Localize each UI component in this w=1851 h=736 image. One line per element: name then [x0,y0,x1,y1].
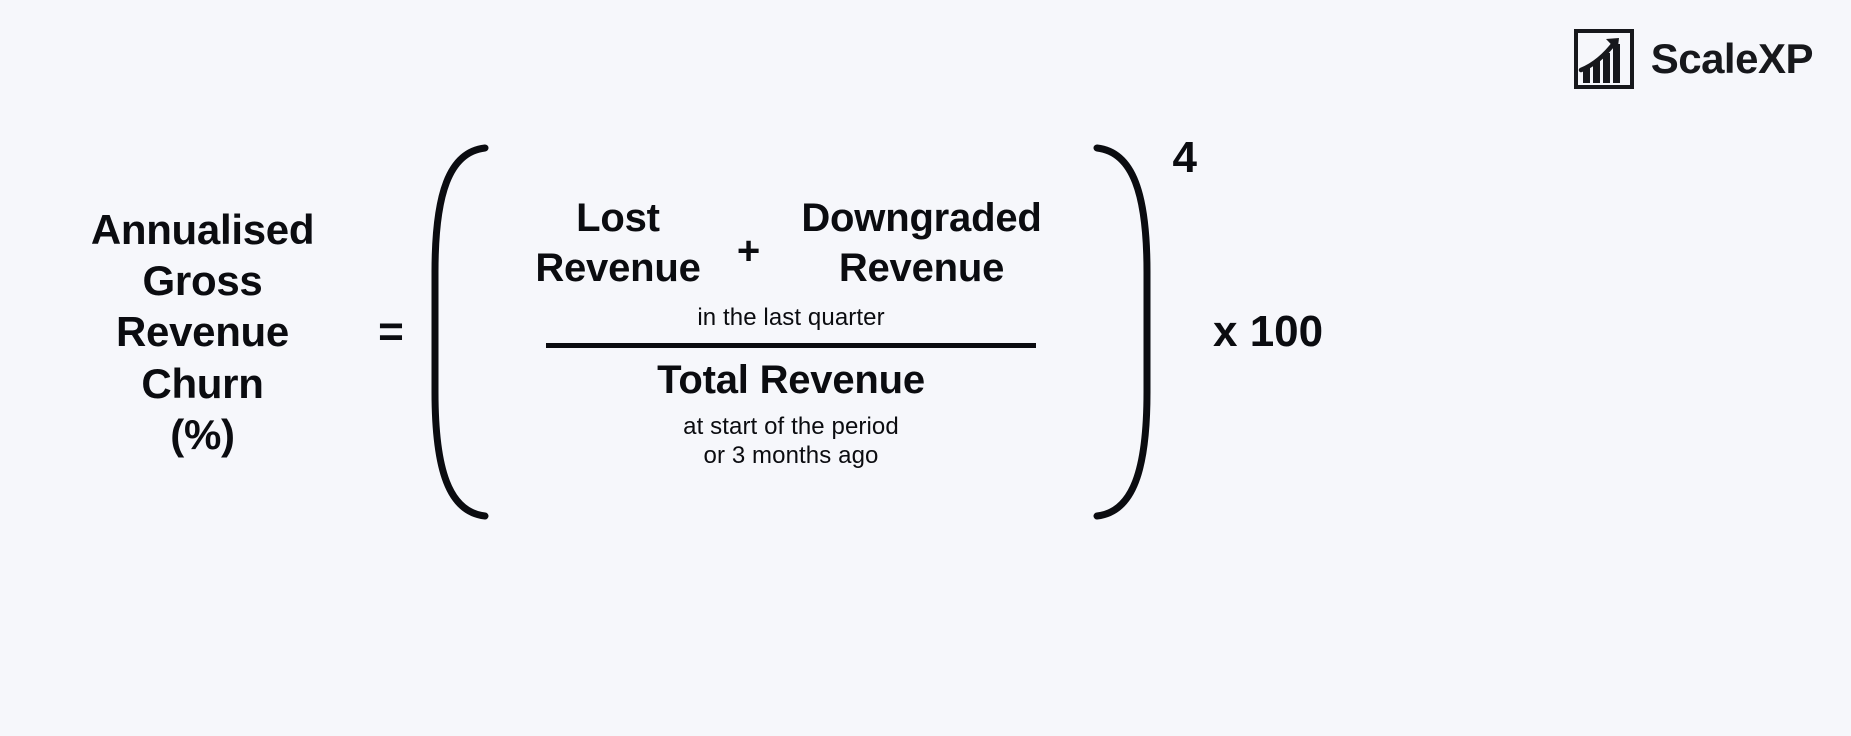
plus-operator: + [736,228,761,273]
close-paren-icon [1093,142,1155,522]
multiplier: x 100 [1213,307,1324,356]
numerator-term-downgraded-revenue: Downgraded Revenue [772,193,1072,293]
fraction-denominator: Total Revenue at start of the period or … [491,356,1091,472]
numerator-terms: Lost Revenue + Downgraded Revenue [491,193,1091,293]
numerator-term-lost-revenue: Lost Revenue [511,193,726,293]
term-lost-line-1: Lost [576,195,660,240]
fraction-numerator: Lost Revenue + Downgraded Revenue in the… [491,193,1091,338]
denominator-note-line-1: at start of the period [683,412,899,440]
denominator-main: Total Revenue [657,357,925,402]
fraction-bar [546,342,1036,348]
formula-label-line-1: Annualised [90,205,315,253]
open-paren-icon [427,142,489,522]
brand-logo: ScaleXP [1573,28,1814,90]
denominator-note-line-2: or 3 months ago [703,442,879,470]
formula-label-line-5: (%) [170,410,235,458]
formula-label: Annualised Gross Revenue Churn (%) [0,204,355,460]
exponent: 4 [1172,133,1197,182]
term-lost-line-2: Revenue [535,245,701,290]
brand-name: ScaleXP [1650,35,1814,82]
term-downgraded-line-2: Revenue [838,245,1005,290]
formula-label-line-3: Revenue [116,308,289,356]
parenthesised-expression: Lost Revenue + Downgraded Revenue in the… [427,136,1197,522]
growth-chart-icon [1573,28,1635,90]
formula-label-line-2: Gross [142,257,263,305]
fraction: Lost Revenue + Downgraded Revenue in the… [489,142,1093,522]
numerator-note: in the last quarter [697,303,885,331]
formula-diagram: Annualised Gross Revenue Churn (%) = Los… [0,92,1470,572]
formula-label-line-4: Churn [141,359,264,407]
term-downgraded-line-1: Downgraded [801,195,1042,240]
equals-sign: = [378,307,404,356]
